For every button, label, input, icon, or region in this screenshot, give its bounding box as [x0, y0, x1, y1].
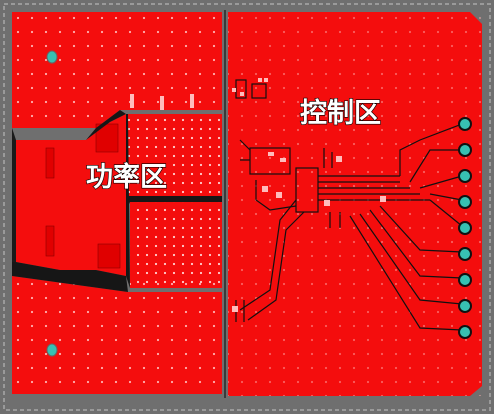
- control-traces: [235, 79, 463, 331]
- control-zone-label: 控制区: [300, 98, 381, 129]
- connector-pin: [458, 325, 472, 339]
- clearance-gap: [12, 128, 16, 262]
- connector-pin: [458, 299, 472, 313]
- connector-pin: [458, 169, 472, 183]
- connector-pin: [458, 117, 472, 131]
- connector-pin: [458, 143, 472, 157]
- clearance-gap: [86, 110, 126, 140]
- connector-pin: [458, 247, 472, 261]
- via-field-power-upper: [128, 114, 222, 196]
- pad: [97, 243, 121, 269]
- power-zone-label: 功率区: [86, 161, 167, 193]
- clearance-gap: [12, 262, 128, 292]
- connector-pin: [458, 273, 472, 287]
- board-outline: [3, 3, 491, 411]
- clearance-gap: [126, 196, 222, 210]
- pad: [130, 94, 134, 108]
- pad: [190, 94, 194, 108]
- pad: [160, 96, 164, 110]
- via-field-power-lower: [130, 202, 222, 288]
- via-field-bottom-left: [12, 278, 222, 394]
- copper-pour-power-left: [16, 114, 126, 276]
- component-outline: [251, 83, 267, 99]
- connector-pins: [458, 117, 472, 339]
- connector-pin: [458, 221, 472, 235]
- connector-pin: [458, 195, 472, 209]
- via-field-top-left: [12, 12, 222, 127]
- mounting-hole-icon: [46, 343, 58, 357]
- pad: [45, 225, 55, 257]
- mounting-hole-icon: [46, 50, 58, 64]
- clearance-gap: [126, 114, 130, 288]
- control-pads: [232, 78, 386, 312]
- via-field-control: [228, 12, 482, 396]
- pad: [45, 147, 55, 179]
